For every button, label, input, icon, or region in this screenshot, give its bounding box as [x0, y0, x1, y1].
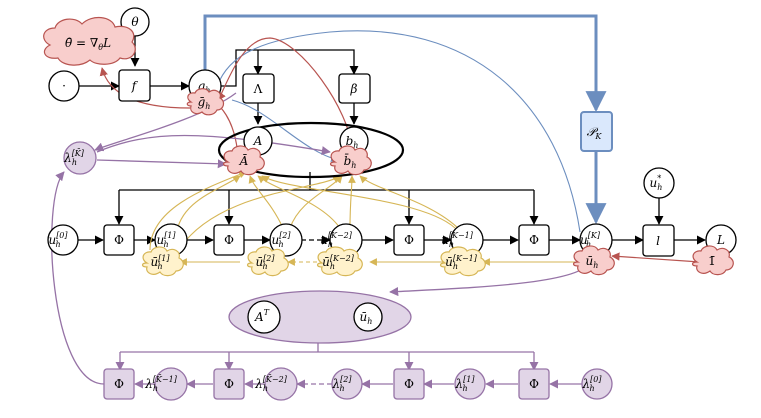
svg-text:u[0]h: u[0]h — [48, 231, 68, 249]
svg-text:Φ: Φ — [224, 233, 234, 247]
forward-edges — [78, 36, 706, 245]
svg-text:AT: AT — [254, 308, 270, 324]
svg-text:λ[K̄−2]h: λ[K̄−2]h — [254, 375, 288, 393]
svg-text:β: β — [350, 82, 358, 96]
svg-text:f: f — [131, 79, 139, 93]
A-bar-cloud: Ā — [222, 145, 265, 176]
svg-text:A: A — [253, 134, 263, 148]
one-bar-cloud: 1̄ — [691, 245, 734, 276]
svg-text:ū[K−1]h: ū[K−1]h — [445, 254, 478, 271]
beta-box: β — [338, 73, 371, 104]
svg-text:Φ: Φ — [114, 377, 124, 391]
svg-text:bh: bh — [346, 134, 359, 150]
lambda-K1-node: λ[K̄−1]h — [144, 367, 188, 401]
input-dot-node: · — [48, 70, 80, 102]
svg-text:u[K−1]h: u[K−1]h — [441, 231, 474, 249]
u-star-node: u*h — [643, 167, 675, 199]
svg-text:ḡh: ḡh — [198, 95, 211, 111]
svg-text:ūh: ūh — [586, 254, 599, 270]
lambda-2-node: λ[2]h — [331, 368, 363, 400]
u-bar-1-cloud: ū[1]h — [141, 246, 184, 277]
svg-text:θ̄ = ∇θL: θ̄ = ∇θL — [65, 36, 111, 52]
svg-text:Φ: Φ — [529, 377, 539, 391]
lambda-0-node: λ[0]h — [581, 368, 613, 400]
svg-text:Φ: Φ — [529, 233, 539, 247]
svg-text:Ā: Ā — [239, 153, 249, 168]
loss-l-box: l — [642, 224, 675, 257]
lambda-phi-box-1: Φ — [518, 368, 550, 400]
phi-box-2: Φ — [213, 224, 245, 256]
u-bar-K1-cloud: ū[K−1]h — [439, 246, 486, 277]
u-bar-2-cloud: ū[2]h — [246, 246, 289, 277]
svg-text:u[1]h: u[1]h — [156, 231, 176, 249]
svg-text:u[K]h: u[K]h — [580, 231, 601, 249]
lambda-phi-box-2: Φ — [393, 368, 425, 400]
svg-text:ū[2]h: ū[2]h — [255, 254, 275, 271]
lambda-phi-box-3: Φ — [213, 368, 245, 400]
svg-text:Λ: Λ — [253, 82, 263, 96]
svg-text:u*h: u*h — [650, 174, 663, 192]
svg-text:Φ: Φ — [224, 377, 234, 391]
svg-text:ū[K−2]h: ū[K−2]h — [322, 254, 355, 271]
projection-edges — [203, 14, 607, 233]
svg-text:λ[0]h: λ[0]h — [582, 375, 603, 393]
svg-text:u[2]h: u[2]h — [271, 231, 291, 249]
lambda-1-node: λ[1]h — [454, 368, 486, 400]
svg-text:ūh: ūh — [360, 310, 373, 326]
svg-text:u[K−2]h: u[K−2]h — [320, 231, 353, 249]
phi-box-4: Φ — [518, 224, 550, 256]
svg-text:L: L — [716, 233, 725, 247]
lambda-K2-node: λ[K̄−2]h — [254, 367, 298, 401]
svg-text:λ[1]h: λ[1]h — [455, 375, 476, 393]
adjoint-system-ellipse: AT ūh — [228, 290, 412, 344]
svg-text:λ[2]h: λ[2]h — [332, 375, 353, 393]
svg-text:·: · — [62, 79, 66, 93]
b-bar-cloud: b̄h — [329, 145, 372, 176]
svg-text:ū[1]h: ū[1]h — [150, 254, 170, 271]
phi-box-1: Φ — [103, 224, 135, 256]
lambda-top-node: λ[K̄]h — [63, 141, 97, 175]
svg-text:λ[K̄−1]h: λ[K̄−1]h — [144, 375, 178, 393]
svg-text:Φ: Φ — [114, 233, 124, 247]
theta-bar-cloud: θ̄ = ∇θL — [43, 17, 136, 66]
u-bar-K2-cloud: ū[K−2]h — [316, 246, 363, 277]
svg-text:1̄: 1̄ — [708, 254, 716, 268]
g-bar-cloud: ḡh — [186, 88, 225, 116]
svg-text:Φ: Φ — [404, 233, 414, 247]
f-box: f — [118, 69, 151, 102]
svg-text:Φ: Φ — [404, 377, 414, 391]
u-bar-h-cloud: ūh — [572, 245, 615, 276]
u2-node: u[2]h — [269, 223, 303, 257]
lambda-operator-box: Λ — [242, 73, 275, 104]
projection-box: 𝒫K — [580, 111, 613, 152]
phi-box-3: Φ — [393, 224, 425, 256]
svg-text:θ: θ — [131, 15, 139, 29]
u0-node: u[0]h — [47, 224, 79, 256]
svg-text:λ[K̄]h: λ[K̄]h — [63, 149, 85, 167]
adjoint-edges — [149, 170, 575, 266]
lambda-edges — [51, 92, 591, 389]
svg-text:b̄h: b̄h — [344, 152, 357, 170]
lambda-phi-box-4: Φ — [103, 368, 135, 400]
system-ellipse — [217, 121, 405, 179]
svg-text:l: l — [656, 234, 660, 248]
